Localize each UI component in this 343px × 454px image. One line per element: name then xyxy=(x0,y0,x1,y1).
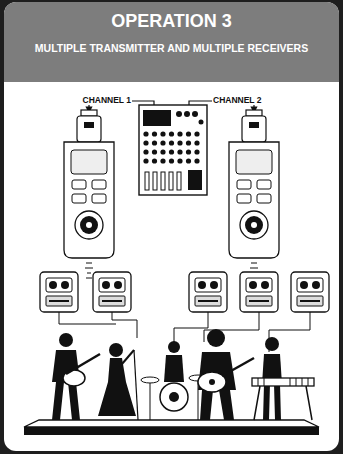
mixer-knob xyxy=(177,158,182,163)
channel-label: CHANNEL 2 xyxy=(212,95,263,105)
mixer-knob xyxy=(160,149,165,154)
mixer-knob xyxy=(177,140,182,145)
mixer-knob xyxy=(194,140,199,145)
mixer-knob xyxy=(194,149,199,154)
mixer-knob xyxy=(143,149,148,154)
mixer-knob xyxy=(152,131,157,136)
mixer-knob xyxy=(186,158,191,163)
channel-label: CHANNEL 1 xyxy=(82,95,133,105)
mixer-knob xyxy=(186,140,191,145)
mixer-knob xyxy=(152,149,157,154)
mixer-knob xyxy=(177,131,182,136)
mixer-knob xyxy=(143,131,148,136)
mixer-knob xyxy=(169,140,174,145)
mixer-knob xyxy=(160,131,165,136)
mixer-knob xyxy=(143,140,148,145)
mixer-knob xyxy=(186,131,191,136)
mixer-knob xyxy=(169,131,174,136)
title: OPERATION 3 xyxy=(4,11,339,32)
card: OPERATION 3 MULTIPLE TRANSMITTER AND MUL… xyxy=(4,2,339,451)
mixer-knob xyxy=(194,158,199,163)
mixer-knob xyxy=(169,158,174,163)
mixer-knob xyxy=(169,149,174,154)
mixer-knob xyxy=(186,149,191,154)
mixer-knob xyxy=(143,158,148,163)
mixer-knob xyxy=(177,149,182,154)
mixer-knob xyxy=(152,140,157,145)
illustration xyxy=(4,2,339,451)
mixer-knob xyxy=(160,140,165,145)
mixer-knob xyxy=(194,131,199,136)
mixer-knob xyxy=(160,158,165,163)
mixer-knob xyxy=(152,158,157,163)
subtitle: MULTIPLE TRANSMITTER AND MULTIPLE RECEIV… xyxy=(24,41,319,56)
